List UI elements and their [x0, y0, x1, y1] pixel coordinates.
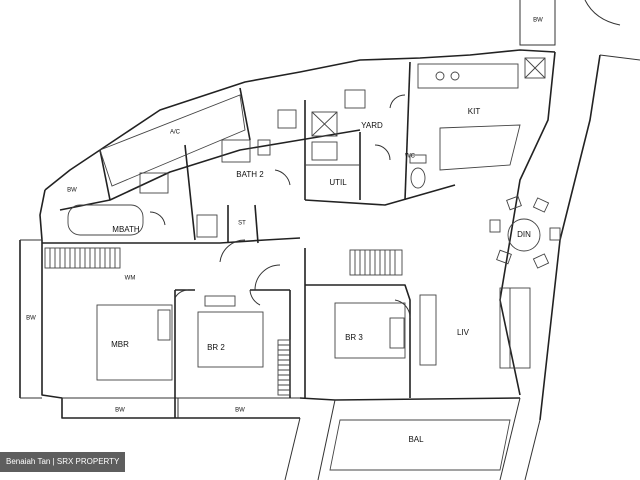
label-bw-left-top: BW — [67, 188, 77, 194]
label-bw-top: BW — [533, 18, 543, 24]
label-din: DIN — [517, 230, 531, 239]
label-kit: KIT — [468, 107, 481, 116]
label-bw-bottom-2: BW — [235, 408, 245, 414]
label-wm: WM — [125, 276, 136, 282]
interior-walls — [42, 61, 456, 418]
label-br-3: BR 3 — [345, 333, 363, 342]
watermark-credit: Benaiah Tan | SRX PROPERTY — [0, 452, 126, 472]
label-ac: A/C — [170, 130, 181, 136]
label-br-2: BR 2 — [207, 343, 225, 352]
label-mbr: MBR — [111, 340, 129, 349]
outer-walls — [19, 0, 640, 480]
label-yard: YARD — [361, 121, 383, 130]
label-bal: BAL — [408, 435, 424, 444]
label-mbath: MBATH — [112, 225, 140, 234]
fixtures — [44, 57, 561, 471]
label-wc: WC — [405, 154, 416, 160]
room-labels: BW A/C YARD KIT WC UTIL BATH 2 BW MBATH … — [26, 18, 543, 445]
doors — [149, 94, 411, 319]
label-bw-bottom-1: BW — [115, 408, 125, 414]
label-liv: LIV — [457, 328, 470, 337]
label-util: UTIL — [329, 178, 347, 187]
label-bw-left: BW — [26, 316, 36, 322]
label-st: ST — [238, 221, 246, 227]
label-bath-2: BATH 2 — [236, 170, 264, 179]
